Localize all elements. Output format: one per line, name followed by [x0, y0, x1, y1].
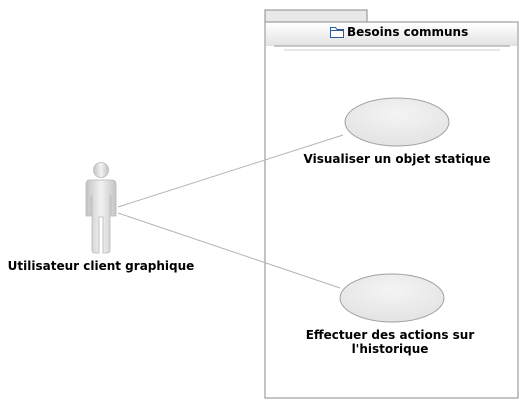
association-line-visualiser[interactable] [117, 134, 344, 208]
folder-icon [330, 27, 344, 38]
package-tab [264, 9, 368, 24]
use-case-ellipse [339, 273, 445, 323]
use-case-ellipse [344, 97, 450, 147]
actor-icon [85, 162, 117, 254]
use-case-visualiser[interactable]: Visualiser un objet statique [304, 97, 491, 166]
use-case-effectuer[interactable]: Effectuer des actions sur l'historique [306, 273, 475, 356]
package-header [266, 23, 517, 46]
package-besoins-communs[interactable]: Besoins communs [264, 9, 519, 399]
package-title: Besoins communs [347, 25, 468, 39]
package-body [264, 21, 519, 399]
actor-label: Utilisateur client graphique [8, 259, 195, 273]
association-line-effectuer[interactable] [117, 212, 341, 289]
use-case-label: Visualiser un objet statique [304, 152, 491, 166]
use-case-label-line-2: l'historique [352, 342, 429, 356]
actor-utilisateur[interactable]: Utilisateur client graphique [8, 162, 195, 274]
use-case-label-line-1: Effectuer des actions sur [306, 328, 475, 342]
